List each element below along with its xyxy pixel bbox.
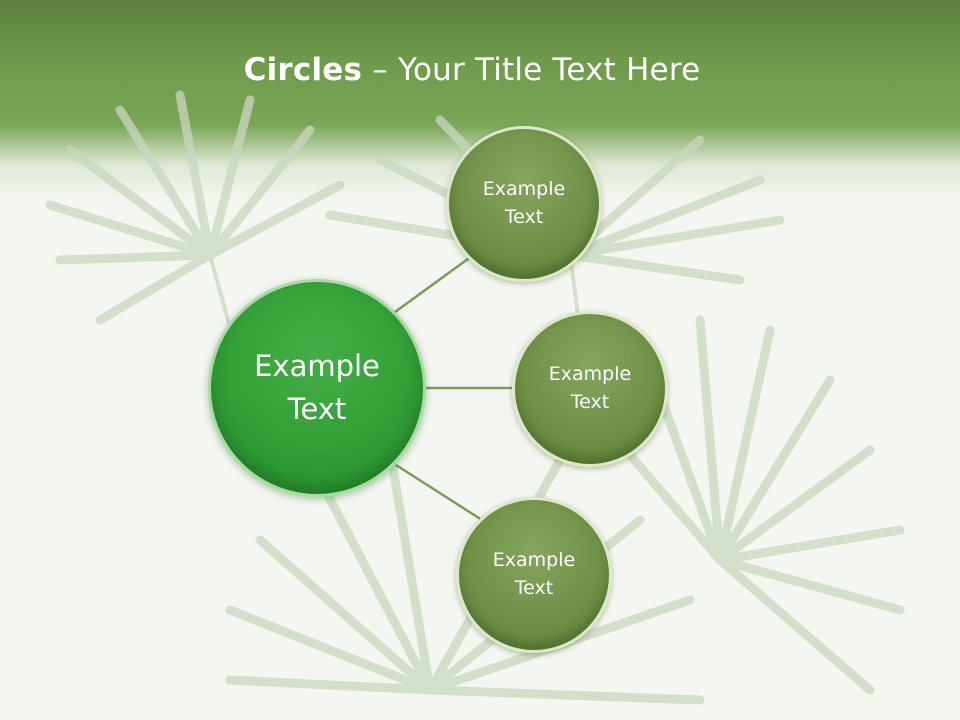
node-middle-line2: Text: [570, 391, 610, 413]
node-circle-bottom[interactable]: Example Text: [456, 497, 612, 653]
center-circle-line2: Text: [287, 392, 347, 426]
connector-bottom: [395, 463, 483, 522]
title-bold-part: Circles: [243, 52, 363, 88]
node-circle-middle[interactable]: Example Text: [512, 311, 668, 467]
connector-top: [394, 254, 473, 314]
node-top-line1: Example: [482, 178, 566, 201]
center-circle-line1: Example: [254, 348, 380, 383]
node-top-line2: Text: [504, 206, 544, 228]
node-circle-top[interactable]: Example Text: [446, 126, 602, 282]
title-rest-part: – Your Title Text Here: [362, 52, 701, 88]
slide-title: Circles – Your Title Text Here: [0, 52, 944, 88]
node-middle-line1: Example: [548, 363, 632, 386]
center-circle[interactable]: Example Text: [208, 279, 426, 497]
node-bottom-line2: Text: [514, 577, 554, 599]
node-bottom-line1: Example: [492, 549, 576, 572]
